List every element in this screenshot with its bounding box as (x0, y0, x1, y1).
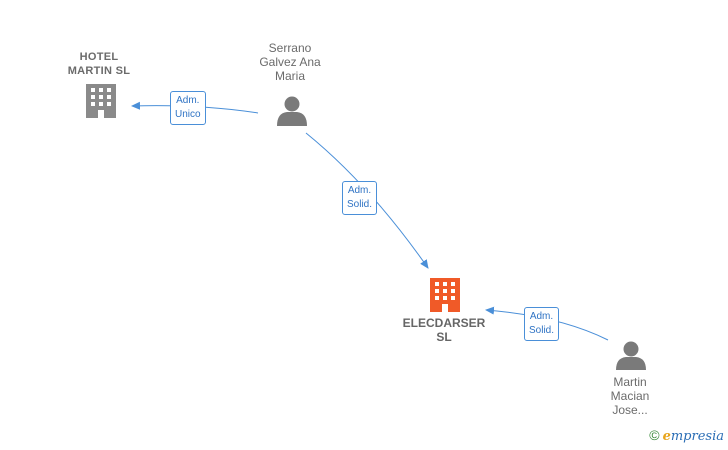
logo-wordmark: mpresia (670, 429, 724, 444)
node-label-line: Macian (610, 389, 650, 403)
node-label-hotel-martin[interactable]: HOTEL MARTIN SL (56, 50, 142, 78)
node-label-line: Maria (274, 69, 305, 83)
edge-label-line: Adm. (176, 95, 200, 106)
node-label-line: Jose... (612, 403, 648, 417)
node-label-line: Martin (613, 375, 647, 389)
node-label-line: Galvez Ana (259, 55, 321, 69)
person-icon[interactable] (277, 96, 307, 127)
copyright-symbol: © (649, 427, 660, 443)
building-icon[interactable] (86, 84, 116, 118)
edge-label-adm-unico[interactable]: Adm. Unico (170, 91, 206, 125)
building-icon[interactable] (430, 278, 460, 312)
node-label-line: Serrano (268, 41, 312, 55)
edge-label-line: Adm. (529, 311, 554, 322)
logo-letter-e: e (662, 429, 671, 444)
node-label-martin[interactable]: Martin Macian Jose... (592, 375, 668, 417)
empresia-logo: ©empresia (649, 427, 724, 444)
edge-label-adm-solid-serrano[interactable]: Adm. Solid. (342, 181, 378, 215)
node-label-line: HOTEL (79, 51, 119, 63)
person-icon[interactable] (616, 341, 646, 371)
edge-label-line: Solid. (347, 199, 373, 210)
node-label-line: MARTIN SL (67, 65, 131, 77)
node-label-line: ELECDARSER (402, 316, 486, 330)
edge-label-line: Solid. (529, 325, 555, 336)
edge-label-line: Adm. (347, 185, 372, 196)
edge-label-adm-solid-martin[interactable]: Adm. Solid. (524, 307, 560, 341)
node-label-serrano[interactable]: Serrano Galvez Ana Maria (247, 41, 333, 83)
edge-label-line: Unico (175, 109, 201, 120)
node-label-elecdarser[interactable]: ELECDARSER SL (392, 316, 496, 344)
node-label-line: SL (436, 330, 452, 344)
